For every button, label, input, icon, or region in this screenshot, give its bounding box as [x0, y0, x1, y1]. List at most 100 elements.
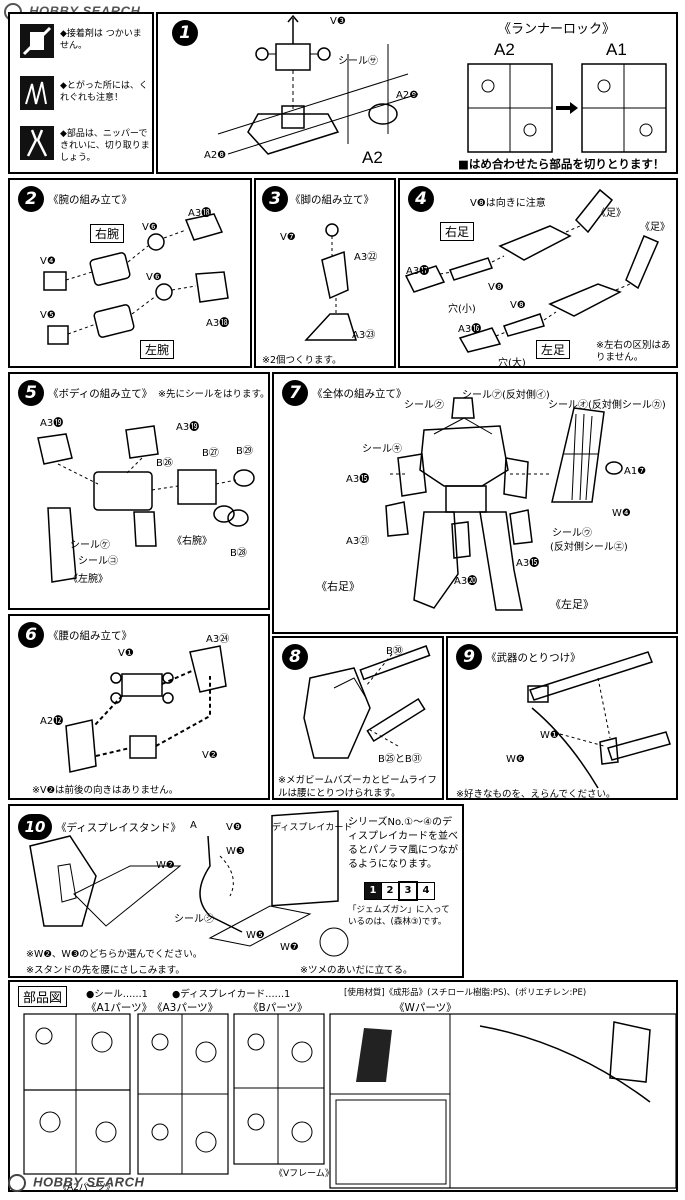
- series-text: シリーズNo.①〜④のディスプレイカードを並べるとパノラマ風につながるようになり…: [348, 817, 458, 870]
- label-seal-u: シール㋒: [552, 528, 592, 539]
- label-a3-19-left: A3⓳: [40, 418, 64, 429]
- step-number: 4: [408, 186, 434, 212]
- step7-diagram: [385, 397, 623, 611]
- label-left-leg: 《左足》: [550, 598, 594, 611]
- legend-panel: ◆接着剤は つかいません。 ◆とがった所には、くれぐれも注意！ ◆部品は、ニッパ…: [8, 12, 154, 174]
- tsume-note: ※ツメのあいだに立てる。: [300, 965, 413, 976]
- step-title: 《腰の組み立て》: [48, 630, 132, 642]
- watermark-bottom: HOBBY SEARCH: [8, 1174, 144, 1192]
- step-title: 《武器のとりつけ》: [486, 652, 581, 664]
- label-a3-21: A3㉑: [346, 536, 370, 547]
- label-b30: B㉚: [386, 646, 403, 657]
- parts-header-a3: 《A3パーツ》: [152, 1002, 219, 1014]
- runner-lock-diagram: [467, 63, 667, 153]
- step10-note-1: ※W❷、W❸のどちらか選んでください。: [26, 949, 203, 960]
- watermark-logo-icon: [8, 1174, 26, 1192]
- label-left-arm: 《左腕》: [68, 574, 108, 585]
- step3-panel: 3 《脚の組み立て》 V❼ A3㉒ A3㉓ ※2個つくります。: [254, 178, 396, 368]
- card-4: 4: [417, 882, 435, 900]
- nippers-icon: [20, 126, 54, 160]
- label-v7: V❼: [280, 232, 296, 243]
- parts-title: 部品図: [18, 986, 68, 1007]
- label-seal-ku: シール㋗: [404, 400, 444, 411]
- step-number: 7: [282, 380, 308, 406]
- label-a3-19-right: A3⓳: [176, 422, 200, 433]
- label-a3-24: A3㉔: [206, 634, 230, 645]
- step7-panel: 7 《全体の組み立て》 シール㋗ シール㋐(反対側㋑) シール㋔(反対側シール㋕…: [272, 372, 678, 634]
- step-title: 《全体の組み立て》: [312, 388, 407, 400]
- parts-sprue-diagram: [23, 1013, 677, 1189]
- step4-note: ※左右の区別はありません。: [596, 340, 671, 363]
- label-hole-small: 穴(小): [448, 304, 476, 315]
- label-a: A: [190, 820, 197, 831]
- label-b26: B㉖: [156, 458, 173, 469]
- step6-panel: 6 《腰の組み立て》 V❶ A3㉔ A2⓬ V❷ ※V❷は前後の向きはありません…: [8, 614, 270, 800]
- step-number: 3: [262, 186, 288, 212]
- label-seal-ke: シール㋘: [70, 540, 110, 551]
- label-b28: B㉘: [230, 548, 247, 559]
- step-number: 9: [456, 644, 482, 670]
- label-seal-u-note: (反対側シール㋓): [550, 542, 628, 553]
- label-a3-15-left: A3⓯: [346, 474, 370, 485]
- label-w4: W❹: [612, 508, 631, 519]
- step1-diagram: [217, 14, 419, 155]
- legend-sharp: ◆とがった所には、くれぐれも注意！: [60, 81, 148, 103]
- label-b29: B㉙: [236, 446, 253, 457]
- label-right-arm: 《右腕》: [172, 536, 212, 547]
- label-seal-ki: シール㋖: [362, 444, 402, 455]
- label-v3: V❸: [330, 16, 346, 27]
- parts-header-v: 《Vフレーム》: [274, 1169, 334, 1179]
- step2-panel: 2 《腕の組み立て》 右腕 左腕 V❻ V❻ V❹ V❺ A3⓲ A3⓲: [8, 178, 252, 368]
- step-number: 10: [18, 814, 52, 840]
- label-right-leg: 《右足》: [316, 580, 360, 593]
- label-right-leg: 右足: [440, 222, 475, 241]
- label-w7: W❼: [280, 942, 299, 953]
- step-number: 6: [18, 622, 44, 648]
- step6-diagram: [65, 645, 227, 773]
- step6-note: ※V❷は前後の向きはありません。: [32, 785, 179, 796]
- parts-bullet-seal: ●シール……1: [86, 989, 148, 1000]
- label-a3-15-right: A3⓯: [516, 558, 540, 569]
- label-a3-22: A3㉒: [354, 252, 378, 263]
- label-right-arm: 右腕: [90, 224, 125, 243]
- label-v6-bottom: V❻: [146, 272, 162, 283]
- step-title: 《脚の組み立て》: [290, 194, 374, 206]
- label-a1-7: A1❼: [624, 466, 647, 477]
- step4-diagram: [404, 188, 659, 353]
- label-hole-large: 穴(大): [498, 358, 526, 369]
- parts-header-b: 《Bパーツ》: [248, 1002, 308, 1014]
- label-a3-16: A3⓰: [458, 324, 482, 335]
- label-v5: V❺: [40, 310, 56, 321]
- step-number: 1: [172, 20, 198, 46]
- watermark-text: HOBBY SEARCH: [33, 1174, 145, 1190]
- step-title: 《ボディの組み立て》: [48, 388, 153, 400]
- label-left-leg: 左足: [536, 340, 571, 359]
- label-a3-20: A3⓴: [454, 576, 478, 587]
- label-seal-sa: シール㋚: [338, 56, 378, 67]
- label-w5: W❺: [246, 930, 265, 941]
- label-v8-a: V❽: [488, 282, 504, 293]
- label-a2-9: A2❾: [396, 90, 419, 101]
- label-w1: W❶: [540, 730, 559, 741]
- parts-header-a1: 《A1パーツ》: [86, 1002, 153, 1014]
- label-seal-shi: シール㋛: [174, 914, 214, 925]
- label-card: ディスプレイカード: [272, 823, 353, 833]
- step2-diagram: [43, 213, 229, 345]
- legend-no-glue: ◆接着剤は つかいません。: [60, 29, 142, 51]
- step9-note: ※好きなものを、えらんでください。: [456, 789, 616, 800]
- label-left-arm: 左腕: [140, 340, 175, 359]
- label-w6: W❻: [506, 754, 525, 765]
- label-foot-right: 《足》: [640, 222, 670, 233]
- label-a3-18-top: A3⓲: [188, 208, 212, 219]
- label-a2-8: A2❽: [204, 150, 227, 161]
- step8-note: ※メガビームバズーカとビームライフルは腰にとりつけられます。: [278, 775, 437, 799]
- step10-panel: 10 《ディスプレイスタンド》 A V❾ W❷ W❸ ディスプレイカード シール…: [8, 804, 464, 978]
- step5-panel: 5 《ボディの組み立て》 ※先にシールをはります。 A3⓳ A3⓳ B㉖ B㉗ …: [8, 372, 270, 610]
- label-v1: V❶: [118, 648, 134, 659]
- step5-diagram: [37, 425, 255, 583]
- runner-lock-caption: ■はめ合わせたら部品を切りとります！: [458, 157, 665, 171]
- label-b27: B㉗: [202, 448, 219, 459]
- label-v2: V❷: [202, 750, 218, 761]
- label-v4: V❹: [40, 256, 56, 267]
